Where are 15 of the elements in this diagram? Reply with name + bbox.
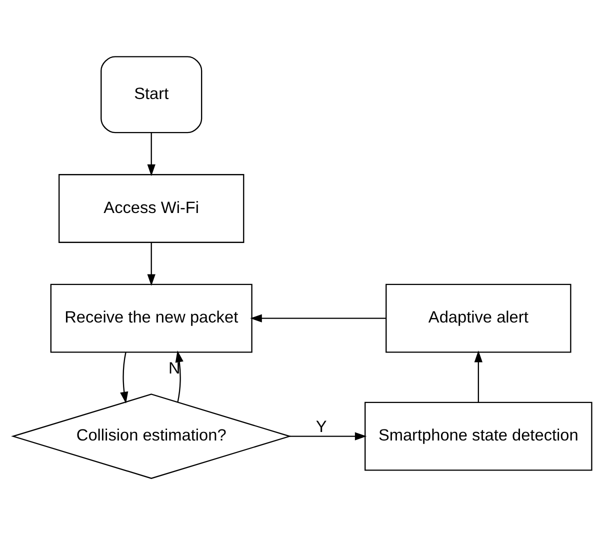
arrow: [250, 314, 386, 322]
edge-label: N: [168, 358, 180, 377]
node-box: Smartphone state detection: [364, 401, 592, 470]
edge-label: Y: [316, 417, 327, 436]
arrow: [147, 242, 156, 286]
arrow: [147, 132, 156, 176]
node-box: Access Wi-Fi: [58, 174, 244, 242]
arrow: [175, 350, 184, 402]
node-box: Receive the new packet: [50, 283, 252, 352]
node-box: Adaptive alert: [386, 283, 572, 352]
node-diamond: Collision estimation?: [11, 393, 292, 478]
arrow: [290, 432, 367, 440]
node-box: Start: [100, 56, 202, 133]
arrow: [474, 350, 482, 402]
arrow: [120, 352, 128, 404]
